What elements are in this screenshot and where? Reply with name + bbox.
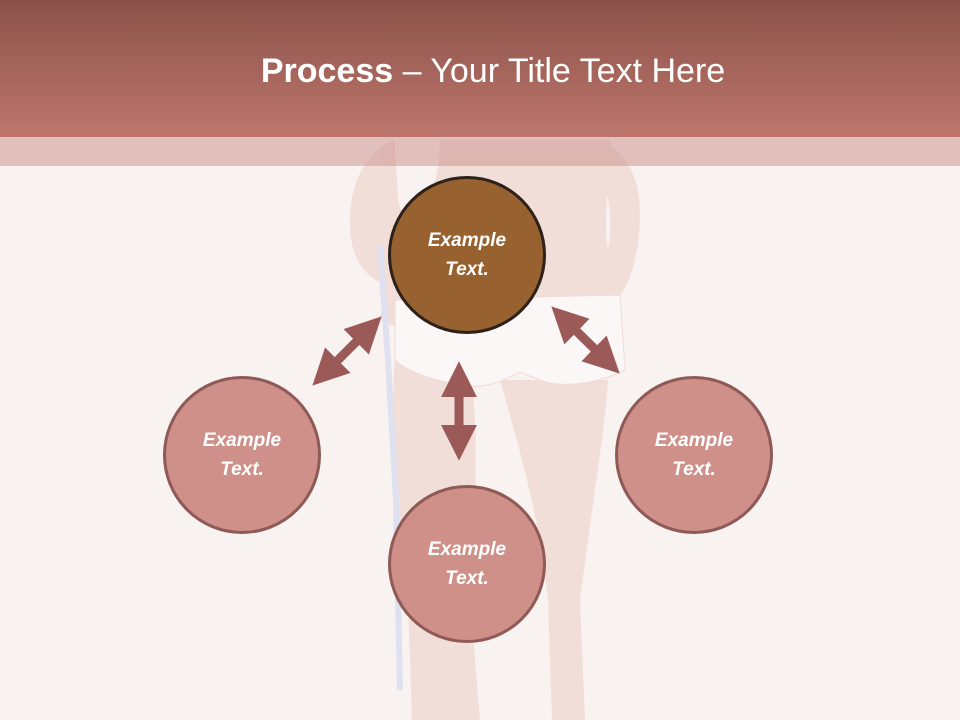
left-node-label: Example Text. [202, 430, 282, 480]
right-node: Example Text. [615, 376, 773, 534]
center-node: Example Text. [388, 176, 546, 334]
bottom-node-label: Example Text. [427, 539, 507, 589]
title-bar [0, 0, 960, 137]
arrow-left-icon [312, 316, 382, 386]
title-bold: Process [260, 52, 394, 90]
title-rest: – Your Title Text Here [393, 52, 726, 90]
arrow-right-icon [551, 306, 620, 374]
left-node: Example Text. [163, 376, 321, 534]
right-node-label: Example Text. [654, 430, 734, 480]
title-band [0, 137, 960, 166]
slide-title: Process – Your Title Text Here [0, 52, 960, 91]
bottom-node: Example Text. [388, 485, 546, 643]
center-node-label: Example Text. [427, 230, 507, 280]
